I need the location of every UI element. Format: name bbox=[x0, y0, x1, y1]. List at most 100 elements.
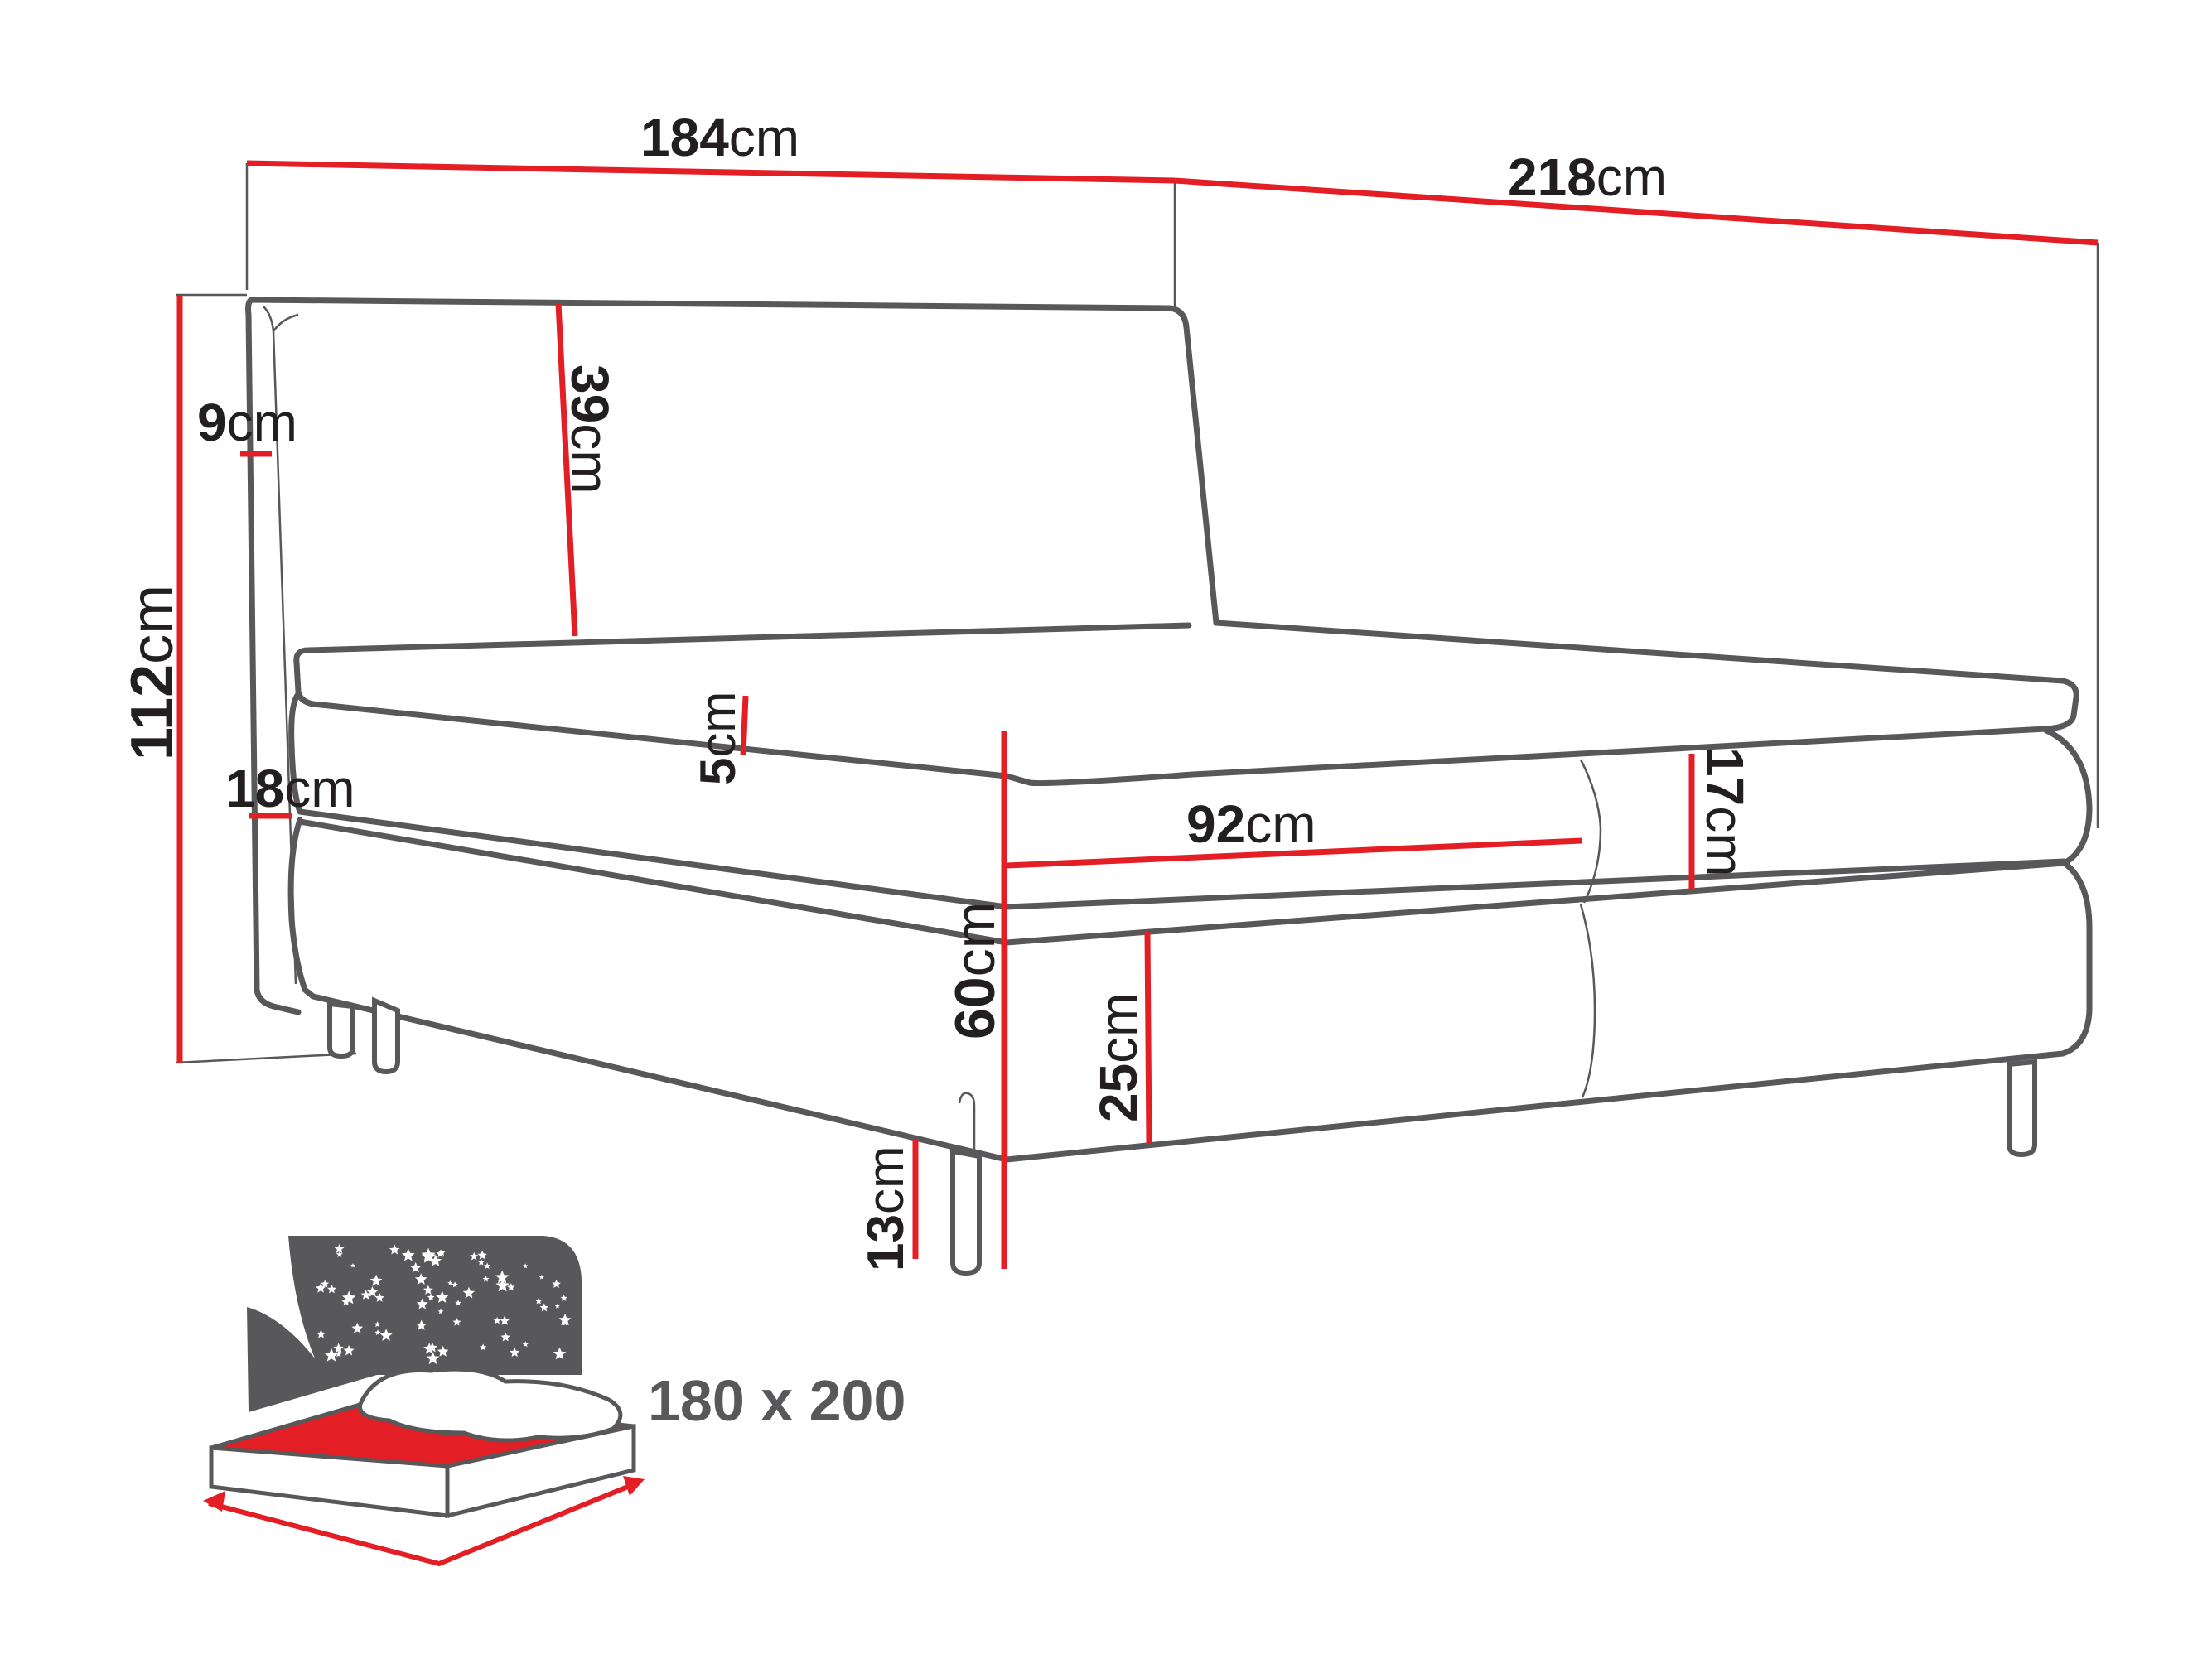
label-half-width: 92cm bbox=[1186, 794, 1316, 854]
star-icon bbox=[477, 1258, 485, 1266]
base-band bbox=[287, 817, 2093, 1163]
star-icon bbox=[436, 1249, 445, 1258]
star-icon bbox=[423, 1285, 433, 1295]
star-icon bbox=[315, 1282, 326, 1293]
star-icon bbox=[321, 1280, 330, 1288]
topper-height-line bbox=[740, 695, 749, 756]
mattress-size-label: 180 x 200 bbox=[648, 1368, 906, 1433]
star-icon bbox=[436, 1290, 449, 1303]
label-total-height: 112cm bbox=[119, 585, 186, 760]
width-dimension-line bbox=[246, 160, 1176, 184]
star-icon bbox=[562, 1319, 568, 1326]
star-icon bbox=[366, 1286, 379, 1297]
star-icon bbox=[350, 1263, 355, 1268]
leg-back-right bbox=[2007, 1059, 2037, 1158]
star-icon bbox=[421, 1247, 436, 1261]
star-icon bbox=[374, 1321, 381, 1328]
star-icon bbox=[493, 1316, 501, 1324]
bed-outline bbox=[245, 297, 2093, 1163]
star-icon bbox=[316, 1329, 326, 1338]
star-icon bbox=[510, 1347, 520, 1358]
star-icon bbox=[360, 1290, 371, 1300]
dimension-labels: 184cm 218cm 112cm 9cm 39cm 18cm 5cm 92cm… bbox=[119, 108, 1755, 1271]
star-icon bbox=[327, 1284, 336, 1294]
star-icon bbox=[554, 1303, 560, 1309]
star-icon bbox=[336, 1251, 343, 1257]
label-total-length: 218cm bbox=[1508, 147, 1667, 207]
stars-night-icon bbox=[247, 1236, 582, 1412]
base-split-lower bbox=[1579, 904, 1596, 1098]
star-icon bbox=[401, 1248, 415, 1261]
half-width-line bbox=[1006, 837, 1583, 869]
star-icon bbox=[522, 1341, 529, 1348]
label-topper-height: 5cm bbox=[690, 692, 746, 785]
headboard bbox=[245, 297, 1219, 1015]
star-icon bbox=[484, 1262, 491, 1269]
label-headboard-base: 18cm bbox=[225, 759, 355, 818]
label-bed-height: 60cm bbox=[944, 902, 1007, 1039]
star-icon bbox=[341, 1297, 350, 1306]
star-icon bbox=[410, 1261, 422, 1273]
star-icon bbox=[558, 1313, 572, 1326]
star-icon bbox=[535, 1297, 543, 1305]
mattress-split-upper bbox=[1579, 759, 1602, 904]
label-headboard-height: 39cm bbox=[560, 364, 620, 494]
star-icon bbox=[416, 1298, 428, 1309]
star-icon bbox=[369, 1274, 383, 1286]
star-icon bbox=[470, 1251, 479, 1261]
label-total-width: 184cm bbox=[640, 108, 799, 167]
star-icon bbox=[334, 1243, 345, 1253]
star-icon bbox=[447, 1280, 453, 1285]
star-icon bbox=[507, 1283, 515, 1291]
star-icon bbox=[335, 1350, 343, 1358]
base-height-line bbox=[1144, 931, 1152, 1144]
base-front-top bbox=[297, 818, 1010, 946]
star-icon bbox=[500, 1332, 510, 1342]
star-icon bbox=[455, 1300, 461, 1306]
star-icon bbox=[429, 1254, 442, 1266]
star-icon bbox=[553, 1347, 567, 1360]
leg-support bbox=[958, 1092, 976, 1151]
label-leg-height: 13cm bbox=[857, 1145, 915, 1271]
star-icon bbox=[560, 1295, 567, 1301]
star-icon bbox=[437, 1308, 444, 1314]
star-icon bbox=[539, 1303, 549, 1312]
star-icon bbox=[427, 1293, 435, 1301]
star-icon bbox=[437, 1345, 449, 1357]
star-icon bbox=[343, 1344, 355, 1356]
leg-back-left bbox=[327, 1001, 355, 1059]
label-base-height: 25cm bbox=[1089, 993, 1148, 1123]
star-icon bbox=[414, 1273, 427, 1285]
star-icon bbox=[495, 1270, 510, 1284]
star-icon bbox=[374, 1329, 381, 1336]
star-icon bbox=[539, 1274, 544, 1280]
star-icon bbox=[482, 1276, 490, 1282]
star-icon bbox=[416, 1319, 427, 1330]
mattress-size-icon: 180 x 200 bbox=[203, 1236, 906, 1567]
bed-legs bbox=[327, 996, 2037, 1276]
star-icon bbox=[462, 1286, 476, 1299]
extension-lines bbox=[175, 163, 2099, 1064]
star-icon bbox=[351, 1322, 364, 1333]
star-icon bbox=[552, 1279, 561, 1288]
star-icon bbox=[389, 1244, 400, 1255]
star-icon bbox=[426, 1352, 440, 1365]
star-icon bbox=[495, 1278, 510, 1292]
star-icon bbox=[477, 1250, 487, 1260]
length-dimension-line bbox=[1174, 177, 2099, 246]
star-icon bbox=[452, 1318, 461, 1326]
mattress-size-arrow bbox=[208, 1480, 640, 1567]
star-icon bbox=[423, 1343, 436, 1354]
star-icon bbox=[452, 1281, 458, 1288]
star-icon bbox=[523, 1263, 529, 1269]
label-mattress-height: 17cm bbox=[1695, 747, 1755, 877]
leg-front-left bbox=[372, 996, 400, 1075]
headboard-height-line bbox=[555, 302, 578, 637]
star-icon bbox=[333, 1343, 344, 1353]
leg-front-center bbox=[950, 1148, 982, 1276]
label-headboard-thickness: 9cm bbox=[197, 393, 297, 452]
star-icon bbox=[500, 1315, 510, 1325]
star-icon bbox=[374, 1293, 384, 1302]
star-icon bbox=[479, 1343, 487, 1351]
